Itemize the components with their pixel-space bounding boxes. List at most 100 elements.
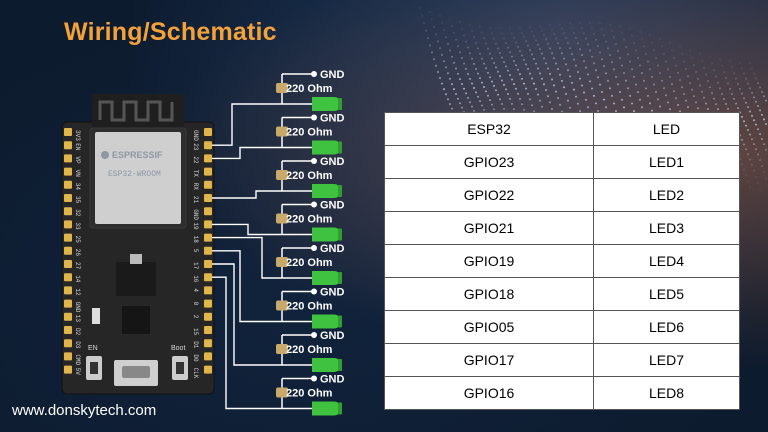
decor-dot — [749, 110, 751, 113]
decor-dot — [533, 57, 535, 60]
decor-dot — [597, 76, 599, 79]
left-pin-label: 3V3 — [74, 130, 81, 141]
right-pin — [204, 299, 212, 308]
module-brand: ESPRESSIF — [112, 150, 163, 160]
column-header-esp32: ESP32 — [383, 112, 595, 146]
decor-dot — [449, 18, 451, 21]
decor-dot — [721, 64, 723, 67]
decor-dot — [753, 119, 755, 122]
decor-dot — [579, 21, 581, 24]
decor-dot — [577, 71, 579, 74]
decor-dot — [463, 34, 465, 37]
decor-dot — [651, 109, 653, 112]
decor-dot — [621, 98, 623, 101]
led — [312, 140, 341, 155]
decor-dot — [599, 22, 601, 25]
decor-dot — [565, 92, 567, 95]
decor-dot — [581, 26, 583, 29]
decor-dot — [603, 34, 605, 37]
left-pin-label: 33 — [74, 222, 81, 230]
decor-dot — [533, 82, 535, 85]
decor-dot — [481, 57, 483, 60]
decor-dot — [573, 88, 575, 91]
decor-dot — [557, 68, 559, 71]
left-pin-label: 26 — [74, 249, 81, 257]
right-pin — [204, 273, 212, 282]
gpio-cell: GPIO17 — [383, 343, 595, 377]
left-pin-label: EN — [74, 143, 81, 151]
left-pin — [64, 352, 72, 361]
decor-dot — [533, 110, 535, 113]
led-rim — [338, 402, 342, 415]
decor-dot — [657, 64, 659, 67]
decor-dot — [549, 24, 551, 27]
decor-dot — [659, 72, 661, 75]
decor-dot — [611, 61, 613, 64]
decor-dot — [765, 148, 767, 151]
decor-dot — [561, 27, 563, 30]
decor-dot — [513, 83, 515, 86]
decor-dot — [547, 67, 549, 70]
decor-dot — [667, 101, 669, 104]
decor-dot — [595, 69, 597, 72]
left-pin — [64, 180, 72, 189]
left-pin-label: 12 — [74, 288, 81, 296]
decor-dot — [599, 83, 601, 86]
decor-dot — [467, 72, 469, 75]
decor-dot — [745, 174, 747, 177]
decor-dot — [607, 47, 609, 50]
decor-dot — [501, 79, 503, 82]
decor-dot — [523, 82, 525, 85]
decor-dot — [505, 88, 507, 91]
gnd-label: GND — [320, 113, 345, 125]
decor-dot — [611, 94, 613, 97]
decor-dot — [757, 82, 759, 85]
decor-dot — [485, 67, 487, 70]
decor-dot — [587, 43, 589, 46]
resistor — [276, 126, 288, 137]
module-shield — [95, 132, 181, 224]
right-pin-label: 16 — [192, 275, 199, 283]
decor-dot — [725, 103, 727, 106]
decor-dot — [497, 70, 499, 73]
decor-dot — [583, 60, 585, 63]
decor-dot — [659, 105, 661, 108]
decor-dot — [487, 47, 489, 50]
decor-dot — [531, 77, 533, 80]
decor-dot — [541, 105, 543, 108]
decor-dot — [577, 102, 579, 105]
module-name: ESP32-WROOM — [108, 170, 161, 179]
decor-dot — [733, 97, 735, 100]
right-pin — [204, 141, 212, 150]
resistor-label: 220 Ohm — [286, 301, 333, 313]
gnd-terminal — [311, 375, 317, 382]
decor-dot — [545, 89, 547, 92]
decor-dot — [437, 40, 439, 43]
decor-dot — [503, 107, 505, 110]
decor-dot — [683, 60, 685, 63]
decor-dot — [639, 64, 641, 67]
decor-dot — [449, 102, 451, 105]
decor-dot — [495, 66, 497, 69]
decor-dot — [623, 38, 625, 41]
decor-dot — [429, 44, 431, 47]
left-pin-label: 32 — [74, 209, 81, 217]
led — [312, 314, 341, 329]
decor-dot — [479, 100, 481, 103]
decor-dot — [581, 54, 583, 57]
decor-dot — [545, 62, 547, 65]
decor-dot — [489, 52, 491, 55]
decor-dot — [689, 82, 691, 85]
decor-dot — [527, 92, 529, 95]
decor-dot — [695, 71, 697, 74]
decor-dot — [519, 50, 521, 53]
decor-dot — [657, 98, 659, 101]
decor-dot — [663, 87, 665, 90]
decor-dot — [461, 27, 463, 30]
decor-dot — [649, 34, 651, 37]
left-pin — [64, 141, 72, 150]
right-pin — [204, 246, 212, 255]
decor-dot — [703, 66, 705, 69]
right-pin — [204, 286, 212, 295]
decor-dot — [593, 32, 595, 35]
